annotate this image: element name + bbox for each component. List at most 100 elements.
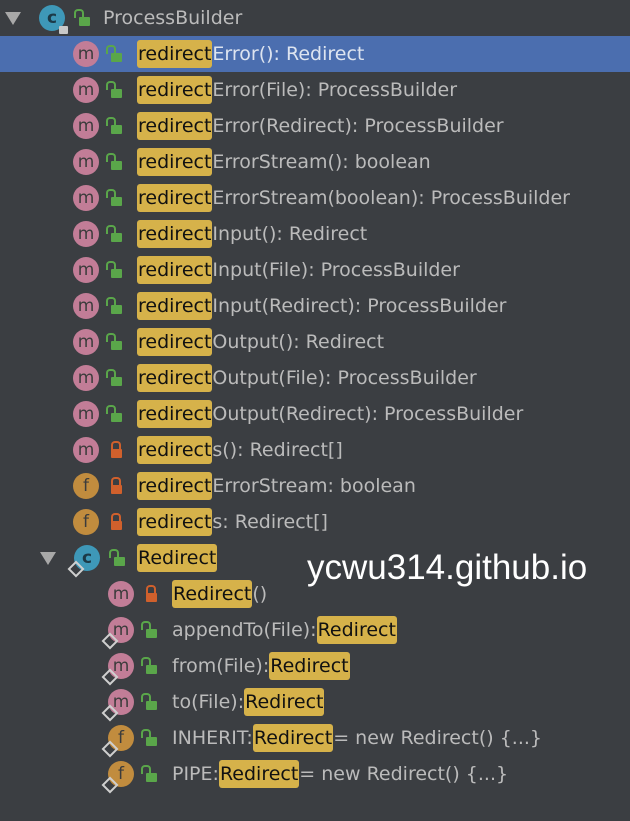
member-label: from(File): Redirect	[172, 648, 350, 684]
member-signature: ErrorStream: boolean	[212, 475, 416, 497]
member-signature: ErrorStream(boolean): ProcessBuilder	[212, 187, 570, 209]
member-suffix: ()	[252, 583, 268, 605]
method-icon: m	[73, 185, 99, 211]
search-match: redirect	[137, 40, 213, 68]
search-match: redirect	[137, 508, 213, 536]
member-signature: Output(Redirect): ProcessBuilder	[212, 403, 524, 425]
tree-node-redirect[interactable]: c Redirect	[0, 540, 630, 578]
search-match: redirect	[137, 148, 213, 176]
member-signature: s(): Redirect[]	[212, 439, 343, 461]
member-label: INHERIT: Redirect = new Redirect() {...}	[172, 720, 542, 756]
member-signature: s: Redirect[]	[212, 511, 328, 533]
class-icon: c	[67, 545, 100, 578]
member-signature: ErrorStream(): boolean	[212, 151, 431, 173]
search-match: redirect	[137, 112, 213, 140]
public-lock-icon	[106, 153, 122, 170]
method-icon: m	[101, 653, 134, 686]
tree-node-processbuilder[interactable]: c ProcessBuilder	[0, 0, 630, 36]
method-icon: m	[73, 329, 99, 355]
method-icon: m	[73, 221, 99, 247]
public-lock-icon	[106, 81, 122, 98]
inner-class-label: Redirect	[137, 540, 218, 576]
search-match: Redirect	[244, 688, 325, 716]
member-suffix: = new Redirect() {...}	[333, 727, 542, 749]
method-icon: m	[73, 41, 99, 67]
method-icon: m	[73, 365, 99, 391]
inner-member-row[interactable]: f INHERIT: Redirect = new Redirect() {...…	[0, 720, 630, 758]
search-match: redirect	[137, 472, 213, 500]
member-signature: Error(): Redirect	[212, 43, 365, 65]
search-match: Redirect	[137, 544, 218, 572]
public-lock-icon	[106, 189, 122, 206]
member-signature: Input(File): ProcessBuilder	[212, 259, 460, 281]
expand-arrow-icon[interactable]	[5, 12, 21, 25]
member-label: Redirect()	[172, 576, 267, 612]
private-lock-icon	[111, 441, 122, 458]
field-icon: f	[101, 761, 134, 794]
public-lock-icon	[141, 657, 157, 674]
field-icon: f	[101, 725, 134, 758]
member-label: appendTo(File): Redirect	[172, 612, 397, 648]
search-match: Redirect	[172, 580, 253, 608]
modifier-overlay-icon	[101, 776, 119, 794]
member-signature: Output(): Redirect	[212, 331, 385, 353]
method-icon: m	[73, 113, 99, 139]
public-lock-icon	[106, 117, 122, 134]
search-match: redirect	[137, 364, 213, 392]
public-lock-icon	[106, 369, 122, 386]
search-match: redirect	[137, 328, 213, 356]
public-lock-icon	[106, 333, 122, 350]
public-lock-icon	[106, 261, 122, 278]
method-icon: m	[73, 293, 99, 319]
inner-member-row[interactable]: m from(File): Redirect	[0, 648, 630, 686]
public-lock-icon	[74, 9, 90, 26]
field-icon: f	[73, 473, 99, 499]
public-lock-icon	[106, 297, 122, 314]
member-suffix: = new Redirect() {...}	[299, 763, 509, 785]
inner-member-row[interactable]: m to(File): Redirect	[0, 684, 630, 722]
public-lock-icon	[106, 45, 122, 62]
method-icon: m	[101, 689, 134, 722]
search-match: Redirect	[316, 616, 397, 644]
search-match: Redirect	[252, 724, 334, 752]
expand-arrow-icon[interactable]	[40, 552, 56, 565]
member-label: to(File): Redirect	[172, 684, 325, 720]
member-label: PIPE: Redirect = new Redirect() {...}	[172, 756, 508, 792]
search-match: redirect	[137, 292, 213, 320]
field-icon: f	[73, 509, 99, 535]
inner-member-row[interactable]: f PIPE: Redirect = new Redirect() {...}	[0, 756, 630, 794]
search-match: redirect	[137, 220, 213, 248]
member-prefix: to(File):	[172, 691, 245, 713]
member-prefix: PIPE:	[172, 763, 219, 785]
member-signature: Output(File): ProcessBuilder	[212, 367, 477, 389]
member-prefix: INHERIT:	[172, 727, 253, 749]
public-lock-icon	[141, 621, 157, 638]
private-lock-icon	[146, 585, 157, 602]
class-label: ProcessBuilder	[103, 7, 243, 29]
public-lock-icon	[141, 765, 157, 782]
